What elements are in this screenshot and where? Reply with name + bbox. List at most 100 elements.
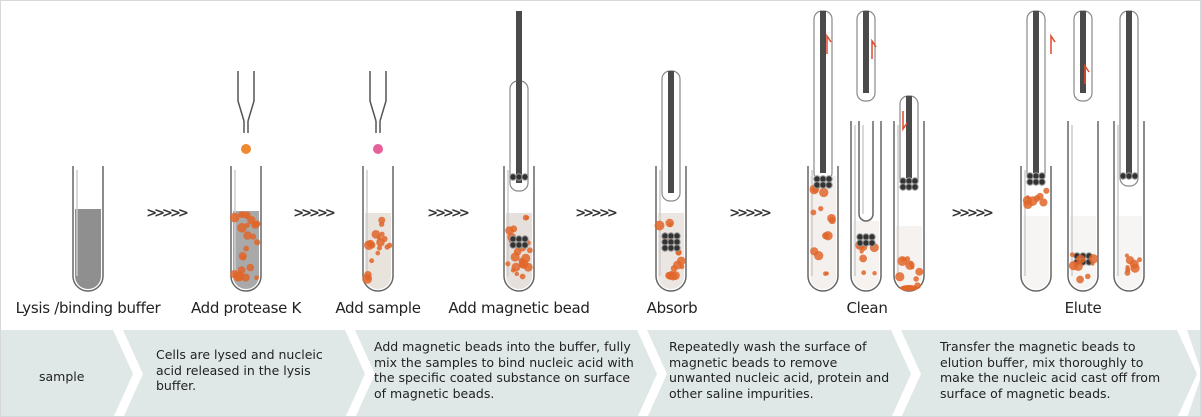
protease-droplet <box>241 144 251 154</box>
arrow-up-icon <box>1050 33 1056 54</box>
nucleic-acid-mark <box>246 263 255 272</box>
nucleic-acid-mark <box>1085 273 1091 280</box>
magnetic-bead <box>521 241 529 249</box>
step-label-lysis: Lysis /binding buffer <box>15 299 161 317</box>
nucleic-acid-mark <box>254 275 259 281</box>
nucleic-acid-mark <box>379 231 385 237</box>
magnetic-rod <box>906 96 912 178</box>
nucleic-acid-mark <box>859 254 867 263</box>
buffer-liquid <box>75 209 101 289</box>
nucleic-acid-mark <box>668 272 678 281</box>
nucleic-acid-mark <box>519 273 526 280</box>
magnetic-bead <box>813 175 821 183</box>
nucleic-acid-mark <box>1069 252 1075 258</box>
tubes-illustration <box>72 10 1145 292</box>
nucleic-acid-mark <box>244 222 250 228</box>
magnetic-bead <box>667 232 675 240</box>
nucleic-acid-mark <box>1043 187 1050 194</box>
magnetic-bead <box>661 244 669 252</box>
nucleic-acid-mark <box>378 216 386 224</box>
nucleic-acid-mark <box>1124 270 1131 276</box>
pipette <box>237 71 255 122</box>
nucleic-acid-mark <box>908 261 913 266</box>
magnetic-bead <box>661 238 669 246</box>
nucleic-acid-mark <box>915 267 924 276</box>
magnetic-bead <box>856 233 864 241</box>
magnetic-bead <box>905 183 913 191</box>
arrow-up-icon <box>1084 63 1090 84</box>
nucleic-acid-mark <box>243 245 249 252</box>
magnetic-bead <box>515 241 523 249</box>
magnetic-bead <box>862 233 870 241</box>
test-tube <box>858 121 874 222</box>
nucleic-acid-mark <box>676 256 686 266</box>
nucleic-acid-mark <box>1068 261 1079 271</box>
magnetic-bead <box>515 235 523 243</box>
nucleic-acid-mark <box>895 272 905 282</box>
nucleic-acid-mark <box>828 217 836 225</box>
magnetic-bead <box>1125 172 1133 180</box>
magnetic-bead <box>661 232 669 240</box>
description-elute: Transfer the magnetic beads to elution b… <box>940 339 1161 401</box>
test-tube <box>1067 121 1099 292</box>
nucleic-acid-mark <box>819 187 829 198</box>
nucleic-acid-mark <box>524 215 530 220</box>
magnetic-bead <box>911 183 919 191</box>
nucleic-acid-mark <box>376 245 382 251</box>
arrow-up-icon <box>826 33 832 54</box>
buffer-liquid <box>853 221 879 289</box>
nucleic-acid-mark <box>1090 261 1095 266</box>
magnetic-bead <box>825 175 833 183</box>
magnetic-bead <box>515 173 523 181</box>
magnetic-bead <box>1131 172 1139 180</box>
magnetic-rod <box>516 11 522 183</box>
test-tube <box>1113 121 1145 292</box>
nucleic-acid-mark <box>511 262 521 272</box>
nucleic-acid-mark <box>1039 198 1048 207</box>
magnetic-bead <box>819 175 827 183</box>
magnetic-bead <box>868 239 876 247</box>
magnetic-bead <box>1038 178 1046 186</box>
magnetic-bead <box>667 238 675 246</box>
magnetic-bead <box>1032 178 1040 186</box>
magnetic-bead <box>1038 172 1046 180</box>
nucleic-acid-mark <box>237 222 247 233</box>
nucleic-acid-mark <box>384 244 390 250</box>
arrow-icon: >>>>> <box>951 206 994 221</box>
nucleic-acid-mark <box>526 247 533 254</box>
test-tube <box>503 166 535 292</box>
arrow-up-icon <box>871 38 877 59</box>
magnetic-bead <box>911 177 919 185</box>
magnetic-bead <box>899 177 907 185</box>
description-binding: Add magnetic beads into the buffer, full… <box>374 339 634 401</box>
magnetic-bead <box>899 183 907 191</box>
magnetic-rod <box>1033 11 1039 173</box>
nucleic-acid-mark <box>510 225 518 233</box>
nucleic-acid-mark <box>901 257 906 262</box>
magnetic-bead <box>868 233 876 241</box>
arrow-icon: >>>>> <box>146 206 189 221</box>
nucleic-acid-mark <box>872 270 877 276</box>
nucleic-acid-mark <box>253 239 261 246</box>
nucleic-acid-mark <box>1076 275 1084 284</box>
magnetic-bead <box>521 235 529 243</box>
arrow-icon: >>>>> <box>729 206 772 221</box>
test-tube <box>850 121 882 292</box>
nucleic-acid-mark <box>234 271 245 282</box>
nucleic-acid-mark <box>1137 257 1142 263</box>
magnetic-bead <box>673 244 681 252</box>
nucleic-acid-mark <box>240 211 248 219</box>
buffer-liquid <box>1116 216 1142 289</box>
pipette <box>369 71 387 122</box>
nucleic-acid-mark <box>810 247 819 256</box>
test-tube <box>1020 166 1052 292</box>
magnetic-bead <box>509 235 517 243</box>
magnetic-rod <box>863 11 869 93</box>
step-label-sample: Add sample <box>335 299 421 317</box>
step-label-absorb: Absorb <box>646 299 698 317</box>
step-label-protease: Add protease K <box>190 299 302 317</box>
magnetic-bead <box>825 181 833 189</box>
nucleic-acid-mark <box>375 250 381 256</box>
buffer-liquid <box>1023 216 1049 289</box>
